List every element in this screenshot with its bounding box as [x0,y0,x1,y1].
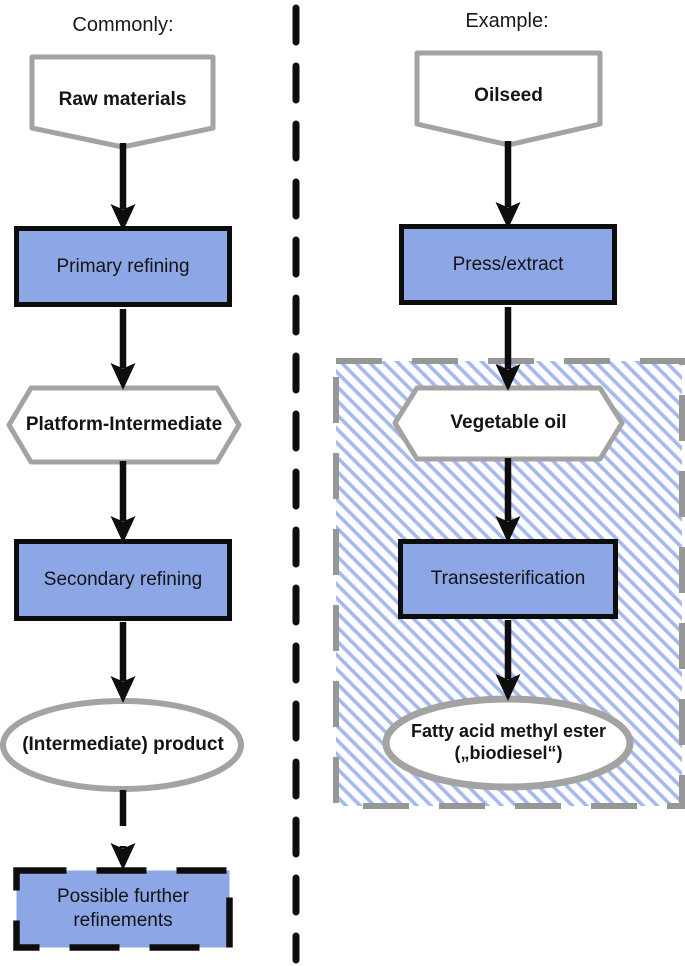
arrow-oilseed-to-press [495,141,521,229]
arrow-press-to-vegetable-oil [495,307,521,391]
platform-intermediate-shape [6,385,242,465]
press-extract-shape [399,224,617,305]
possible-further-refinements-shape [13,867,233,951]
secondary-refining-shape [14,539,232,621]
oilseed-shape [414,50,603,148]
fatty-acid-methyl-ester-shape [382,695,634,791]
primary-refining-shape [14,226,232,307]
intermediate-product-shape [0,698,244,792]
arrow-product-to-refinements-dashed [110,790,136,870]
arrow-transesterification-to-fame [495,620,521,701]
transesterification-shape [398,539,618,619]
arrow-raw-to-primary [110,143,136,231]
vegetable-oil-shape [392,385,625,462]
arrow-vegetable-oil-to-transesterification [495,458,521,543]
arrow-platform-to-secondary [110,461,136,543]
arrow-primary-to-platform [110,309,136,390]
arrow-secondary-to-product [110,622,136,703]
raw-materials-shape [29,54,216,150]
